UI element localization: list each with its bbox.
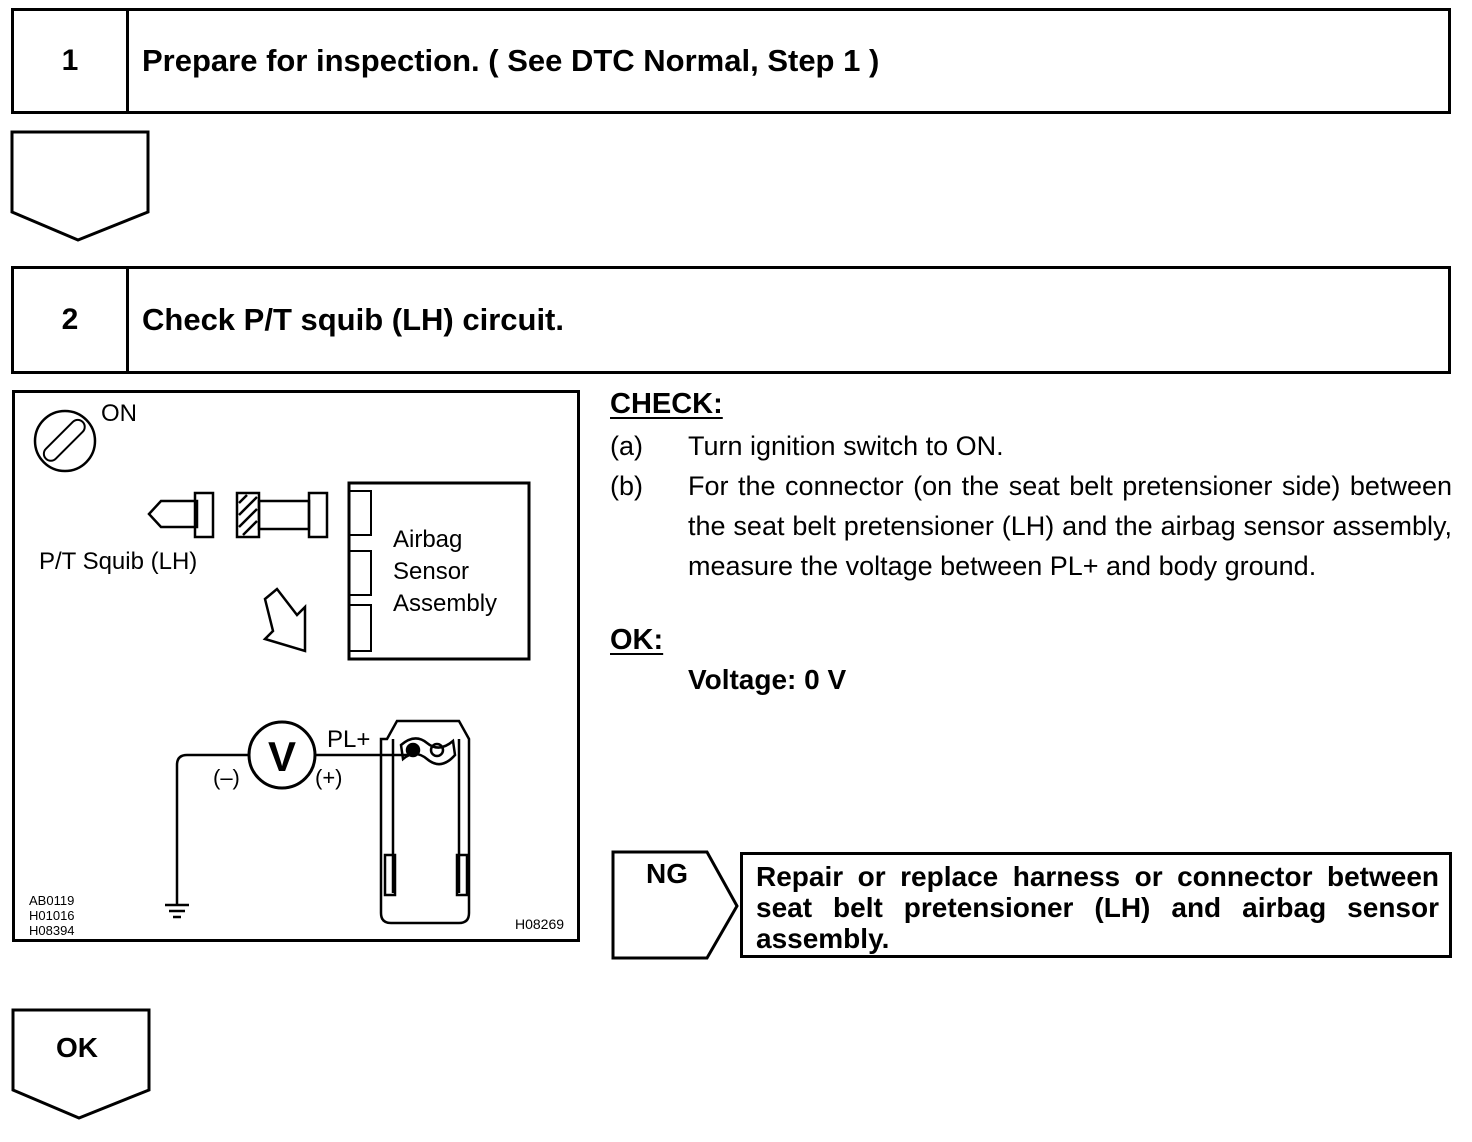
step-title-main: Prepare for inspection.: [142, 43, 480, 78]
meter-symbol: V: [268, 733, 296, 780]
item-text: Turn ignition switch to ON.: [688, 431, 1004, 461]
positive-label: (+): [315, 765, 343, 790]
flow-arrow: [10, 130, 150, 242]
voltmeter-icon: V: [247, 720, 317, 790]
arrow-icon: [262, 587, 307, 653]
ng-arrow: [611, 850, 739, 960]
terminal-label: PL+: [327, 726, 370, 753]
step-title-main: Check P/T squib (LH) circuit.: [142, 302, 564, 337]
check-heading: CHECK:: [610, 388, 723, 420]
step-title: Prepare for inspection. ( See DTC Normal…: [142, 11, 879, 111]
step-number: 2: [14, 269, 129, 371]
step-title-reference: ( See DTC Normal, Step 1 ): [479, 43, 880, 78]
inspection-diagram: ON P/T Squib (LH) Airbag Sensor Assembly: [12, 390, 580, 942]
sensor-label-line2: Sensor: [393, 558, 469, 585]
step-number: 1: [14, 11, 129, 111]
harness-connector-icon: [235, 491, 329, 539]
ignition-switch-icon: [33, 409, 97, 473]
figure-code: H08269: [515, 916, 564, 932]
negative-label: (–): [213, 765, 240, 790]
item-text: For the connector (on the seat belt pret…: [688, 471, 1452, 581]
ng-label: NG: [646, 858, 688, 889]
squib-label: P/T Squib (LH): [39, 548, 197, 575]
airbag-sensor-assembly-icon: [347, 481, 531, 661]
ok-arrow: [11, 1008, 151, 1120]
ref-code: AB0119: [29, 893, 74, 908]
item-label: (a): [610, 431, 643, 461]
ref-code: H01016: [29, 908, 75, 923]
circuit-illustration: ON P/T Squib (LH) Airbag Sensor Assembly: [29, 400, 564, 938]
ok-value: Voltage: 0 V: [688, 664, 847, 695]
squib-connector-icon: [147, 491, 215, 539]
ref-code: H08394: [29, 923, 75, 938]
ng-action: Repair or replace harness or connector b…: [740, 852, 1452, 958]
step-1-header: 1 Prepare for inspection. ( See DTC Norm…: [11, 8, 1451, 114]
sensor-label-line3: Assembly: [393, 590, 497, 617]
pretensioner-connector-icon: [379, 719, 471, 925]
item-label: (b): [610, 471, 643, 501]
ok-heading: OK:: [610, 624, 664, 656]
step-2-header: 2 Check P/T squib (LH) circuit.: [11, 266, 1451, 374]
voltmeter-circuit: [165, 753, 413, 919]
ok-arrow-label: OK: [56, 1032, 98, 1063]
step-title: Check P/T squib (LH) circuit.: [142, 269, 564, 371]
sensor-label-line1: Airbag: [393, 526, 462, 553]
switch-label: ON: [101, 400, 137, 427]
